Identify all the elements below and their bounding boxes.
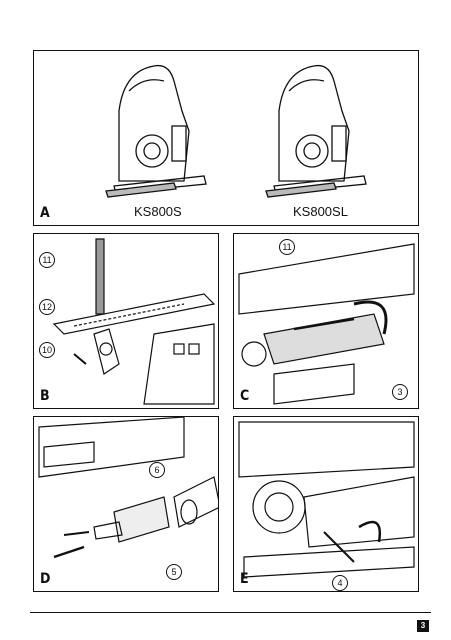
panel-letter-b: B xyxy=(40,388,50,404)
page-number: 3 xyxy=(417,620,429,632)
panel-letter-c: C xyxy=(240,388,250,404)
footer-rule xyxy=(30,612,431,613)
blade-insertion-illustration xyxy=(52,238,216,405)
figure-panel-b: 11 12 10 B xyxy=(33,233,219,409)
jigsaw-illustration-ks800sl xyxy=(265,64,367,198)
callout-5: 5 xyxy=(166,564,182,580)
panel-letter-a: A xyxy=(40,205,50,221)
panel-letter-d: D xyxy=(40,571,51,587)
callout-10: 10 xyxy=(39,342,55,358)
callout-6: 6 xyxy=(149,462,165,478)
model-label-ks800s: KS800S xyxy=(134,204,182,219)
callout-3: 3 xyxy=(392,384,408,400)
figure-panel-e: 4 E xyxy=(233,416,419,592)
model-label-ks800sl: KS800SL xyxy=(293,204,348,219)
callout-12: 12 xyxy=(39,299,55,315)
figure-panel-d: 6 5 D xyxy=(33,416,219,592)
guard-illustration xyxy=(238,243,415,405)
callout-11: 11 xyxy=(279,239,295,255)
callout-4: 4 xyxy=(332,575,348,591)
dust-extraction-illustration xyxy=(38,417,218,559)
panel-letter-e: E xyxy=(240,571,249,587)
pendulum-setting-illustration xyxy=(238,421,415,578)
jigsaw-illustration-ks800s xyxy=(105,64,207,198)
figure-panel-a: KS800S KS800SL A xyxy=(33,50,419,226)
callout-11: 11 xyxy=(39,252,55,268)
figure-panel-c: 11 3 C xyxy=(233,233,419,409)
